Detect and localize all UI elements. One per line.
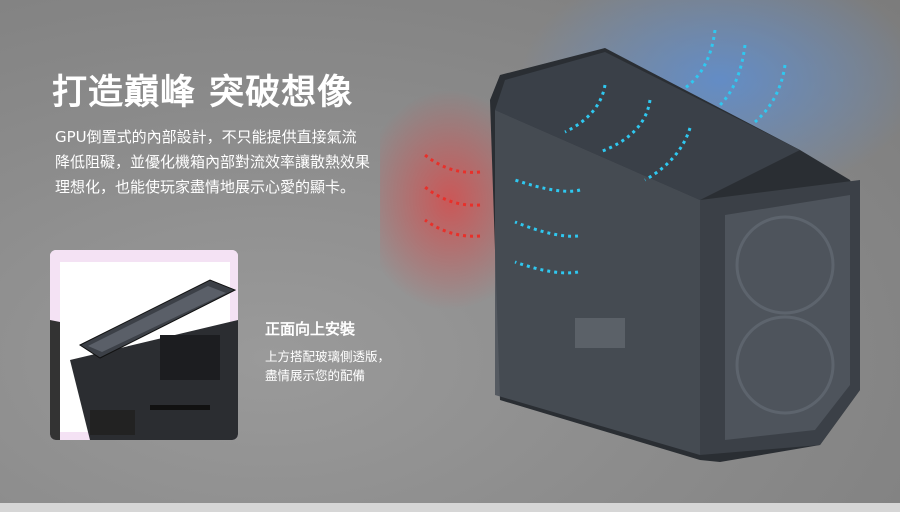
hot-airflow-arrows xyxy=(424,153,481,238)
hero-title: 打造巔峰 突破想像 xyxy=(52,73,354,113)
pc-case-illustration xyxy=(360,0,900,503)
description-line: GPU倒置式的內部設計，不只能提供直接氣流 xyxy=(55,128,357,146)
description-line: 理想化，也能使玩家盡情地展示心愛的顯卡。 xyxy=(55,178,356,196)
feature-line: 上方搭配玻璃側透版， xyxy=(265,349,391,364)
description-line: 降低阻礙，並優化機箱內部對流效率讓散熱效果 xyxy=(55,153,371,171)
hero-description: GPU倒置式的內部設計，不只能提供直接氣流 降低阻礙，並優化機箱內部對流效率讓散… xyxy=(55,125,395,200)
feature-title: 正面向上安裝 xyxy=(265,320,356,338)
bottom-divider xyxy=(0,503,900,512)
cool-airflow-arrows xyxy=(514,29,787,275)
feature-line: 盡情展示您的配備 xyxy=(265,368,366,383)
top-mount-thumbnail xyxy=(50,250,238,440)
feature-description: 上方搭配玻璃側透版， 盡情展示您的配備 xyxy=(265,347,390,385)
